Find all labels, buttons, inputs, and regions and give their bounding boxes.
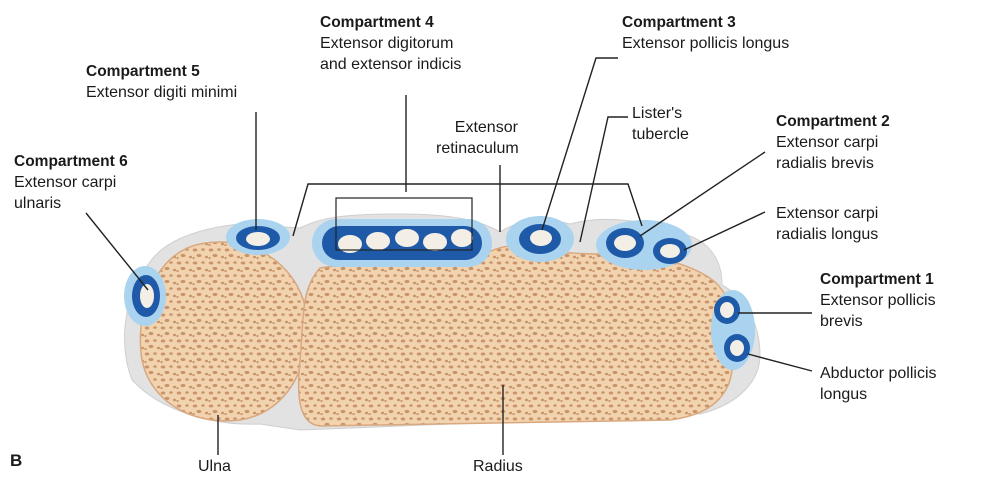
compartment-1-muscle-b-line2: longus: [820, 384, 937, 405]
label-compartment-4: Compartment 4 Extensor digitorum and ext…: [320, 12, 461, 75]
leader-c6: [86, 213, 148, 290]
listers-line1: Lister's: [632, 103, 689, 124]
radius-text: Radius: [473, 456, 523, 477]
label-compartment-1b: Abductor pollicis longus: [820, 363, 937, 405]
label-listers-tubercle: Lister's tubercle: [632, 103, 689, 145]
tendon-ecrb: [614, 235, 636, 251]
compartment-1-muscle-a-line2: brevis: [820, 311, 936, 332]
ulna-bone: [140, 242, 307, 421]
compartment-6-title: Compartment 6: [14, 151, 128, 172]
compartment-1-title: Compartment 1: [820, 269, 936, 290]
tendon-ecu: [140, 284, 154, 308]
retinaculum-line2: retinaculum: [436, 138, 519, 159]
leader-c2a: [640, 152, 765, 236]
radius-bone: [299, 246, 735, 426]
leader-c2b: [684, 212, 765, 250]
compartment-5-title: Compartment 5: [86, 61, 237, 82]
tendon-ed-4: [423, 233, 447, 251]
compartment-4-muscle-line1: Extensor digitorum: [320, 33, 461, 54]
label-radius: Radius: [473, 456, 523, 477]
compartment-6-muscle-line2: ulnaris: [14, 193, 128, 214]
compartment-2-muscle-a-line2: radialis brevis: [776, 153, 890, 174]
tendon-ed-2: [366, 232, 390, 250]
tendon-ed-3: [395, 229, 419, 247]
tendon-apl: [730, 340, 744, 356]
compartment-3-title: Compartment 3: [622, 12, 789, 33]
compartment-1-muscle-b-line1: Abductor pollicis: [820, 363, 937, 384]
listers-line2: tubercle: [632, 124, 689, 145]
label-extensor-retinaculum: Extensor retinaculum: [454, 117, 519, 159]
compartment-1-muscle-a-line1: Extensor pollicis: [820, 290, 936, 311]
compartment-4-muscle-line2: and extensor indicis: [320, 54, 461, 75]
compartment-5-muscle: Extensor digiti minimi: [86, 82, 237, 103]
compartment-2-muscle-a-line1: Extensor carpi: [776, 132, 890, 153]
label-compartment-3: Compartment 3 Extensor pollicis longus: [622, 12, 789, 54]
label-ulna: Ulna: [198, 456, 231, 477]
ulna-text: Ulna: [198, 456, 231, 477]
compartment-2-muscle-b-line1: Extensor carpi: [776, 203, 878, 224]
tendon-epl: [530, 230, 552, 246]
compartment-2-muscle-b-line2: radialis longus: [776, 224, 878, 245]
label-compartment-2b: Extensor carpi radialis longus: [776, 203, 878, 245]
figure-letter: B: [10, 450, 22, 471]
tendon-ecrl: [660, 244, 680, 258]
tendon-epb: [720, 302, 734, 318]
tendon-edm: [246, 232, 270, 246]
compartment-3-muscle: Extensor pollicis longus: [622, 33, 789, 54]
leader-c3: [542, 58, 618, 230]
tendon-ed-5: [451, 229, 473, 247]
label-compartment-6: Compartment 6 Extensor carpi ulnaris: [14, 151, 128, 214]
label-compartment-1: Compartment 1 Extensor pollicis brevis: [820, 269, 936, 332]
compartment-4-title: Compartment 4: [320, 12, 461, 33]
compartment-6-muscle-line1: Extensor carpi: [14, 172, 128, 193]
retinaculum-line1: Extensor: [454, 117, 519, 138]
label-compartment-5: Compartment 5 Extensor digiti minimi: [86, 61, 237, 103]
label-compartment-2: Compartment 2 Extensor carpi radialis br…: [776, 111, 890, 174]
compartment-2-title: Compartment 2: [776, 111, 890, 132]
